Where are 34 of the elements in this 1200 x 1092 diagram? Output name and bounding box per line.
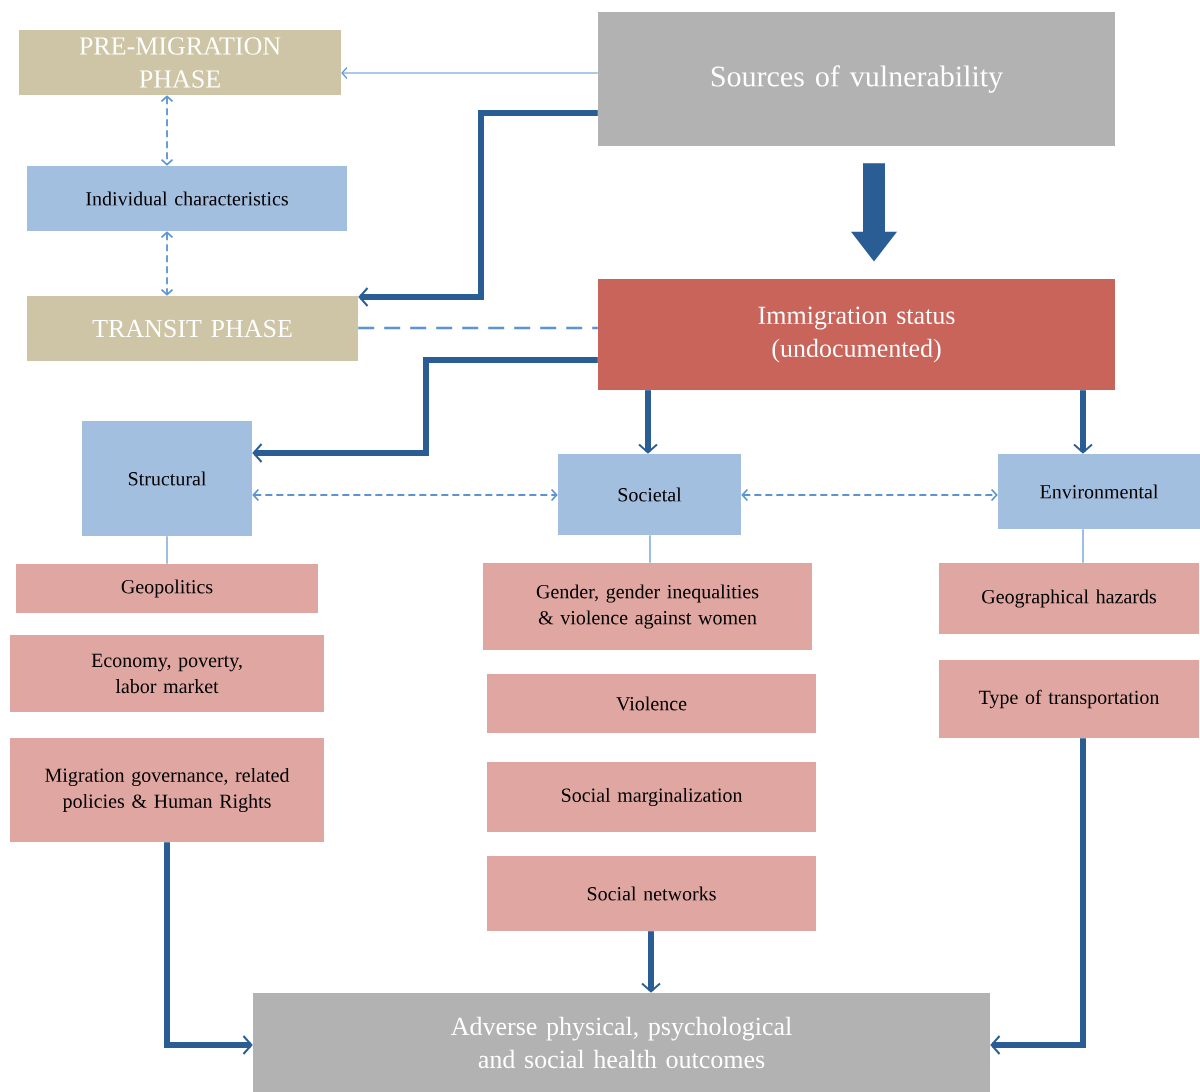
connector-line (649, 534, 651, 564)
process-box: Geographical hazards (939, 563, 1199, 634)
process-box: PRE-MIGRATION PHASE (19, 30, 341, 95)
arrow (641, 931, 661, 993)
process-box: Migration governance, related policies & Human Rights (10, 738, 324, 842)
process-box: Social marginalization (487, 762, 816, 832)
process-box: Structural (82, 421, 252, 536)
process-box: Societal (558, 454, 741, 535)
connector-line (166, 535, 168, 565)
process-box: Violence (487, 674, 816, 733)
process-box: Adverse physical, psychological and social health outcomes (253, 993, 990, 1092)
arrow (358, 110, 598, 307)
process-box: Immigration status (undocumented) (598, 279, 1115, 390)
process-box: TRANSIT PHASE (27, 296, 358, 361)
dashed-arrow (160, 95, 174, 166)
arrow (164, 842, 253, 1055)
arrow (638, 390, 658, 454)
dashed-arrow (252, 488, 558, 502)
connector-line (1082, 528, 1084, 564)
dashed-arrow (741, 488, 998, 502)
arrow (341, 66, 599, 80)
process-box: Social networks (487, 856, 816, 931)
arrow (252, 357, 598, 463)
process-box: Individual characteristics (27, 166, 347, 231)
process-box: Geopolitics (16, 564, 318, 613)
process-box: Gender, gender inequalities & violence against women (483, 563, 812, 650)
process-box: Environmental (998, 454, 1200, 529)
arrow (1073, 390, 1093, 454)
arrow (990, 738, 1086, 1055)
dashed-arrow (160, 231, 174, 296)
process-box: Sources of vulnerability (598, 12, 1115, 146)
process-box: Type of transportation (939, 660, 1199, 738)
connector-line (358, 326, 598, 330)
process-box: Economy, poverty, labor market (10, 635, 324, 712)
